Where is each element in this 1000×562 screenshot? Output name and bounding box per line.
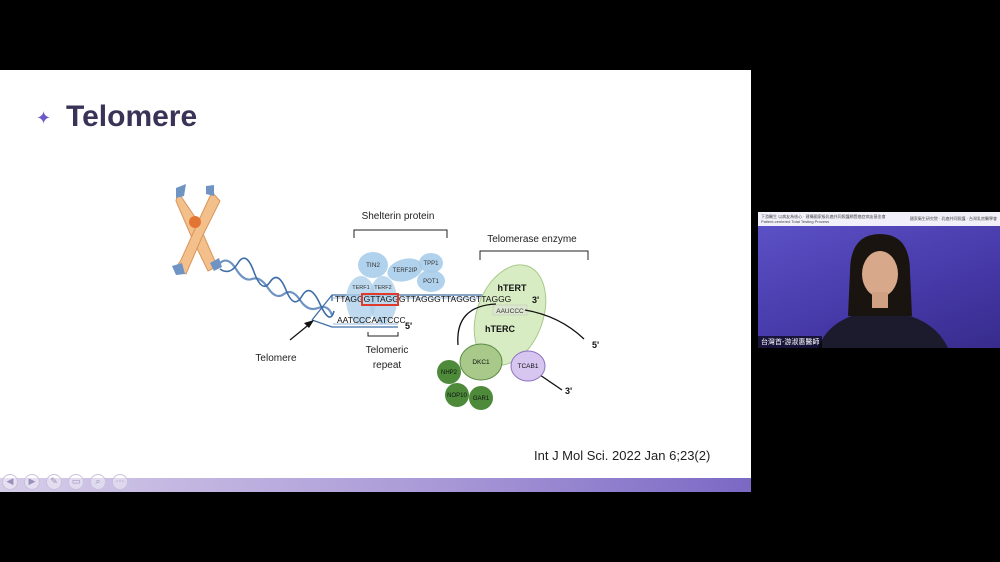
telomeric-repeat-label-2: repeat [373,360,402,371]
highlight-repeat-box [361,293,399,306]
speaker-silhouette [818,234,948,348]
protein-terf2: TERF2 [374,285,391,291]
htert-label: hTERT [498,283,527,293]
speaker-name-tag: 台灣首-游淑惠醫師 [758,336,823,348]
rna-template: AAUCCC [496,308,524,315]
banner-line-1: 下游醫生 以病友為核心 · 建構國家級乳癌共同照護網暨癌症病友基金會 [761,214,886,219]
protein-nhp2: NHP2 [441,370,458,376]
bottom-strand-sequence: AATCCCAATCCC [337,315,406,325]
presentation-slide: ✦ Telomere Shelterin protein Telomerase [0,70,751,492]
hterc-label: hTERC [485,324,515,334]
protein-tpp1: TPP1 [423,261,439,267]
telomere-label: Telomere [255,353,297,364]
top-strand-3prime: 3' [532,295,539,305]
sparkle-bullet-icon: ✦ [36,108,52,128]
protein-terf1: TERF1 [352,285,369,291]
protein-nop10: NOP10 [447,393,467,399]
bottom-strand-5prime: 5' [405,321,412,331]
slide-bottom-strip [0,478,751,492]
protein-dkc1: DKC1 [472,359,490,366]
zoom-icon[interactable]: ⌕ [90,474,106,490]
slides-grid-icon[interactable]: ▭ [68,474,84,490]
presentation-toolbar: ◀ ▶ ✎ ▭ ⌕ ⋯ [0,474,128,492]
top-strand-sequence: TTAGGGTTAGGGTTAGGGTTAGGGTTAGGG [335,294,511,304]
banner-line-2: Patient-centered Total Testing Process [761,219,830,224]
protein-dkc1-shape [459,343,503,381]
more-options-icon[interactable]: ⋯ [112,474,128,490]
tcab-3prime: 3' [565,386,572,396]
telomerase-label: Telomerase enzyme [487,234,577,245]
shelterin-complex: TIN2 TERF2IP TPP1 POT1 TERF1 TERF2 [346,252,445,324]
pen-icon[interactable]: ✎ [46,474,62,490]
prev-slide-icon[interactable]: ◀ [2,474,18,490]
slide-title: Telomere [66,100,198,133]
telomere-diagram: Shelterin protein Telomerase enzyme TIN2… [172,184,599,410]
protein-tcab1: TCAB1 [518,363,539,370]
dna-strands [311,294,525,328]
telomeric-repeat-label-1: Telomeric [366,345,409,356]
banner-logos: 國家衛生研究院 · 乳癌共同照護 · 台灣乳房醫學會 [909,216,997,221]
protein-terf2ip: TERF2IP [393,268,418,274]
chromosome-illustration [172,184,335,318]
protein-gar1: GAR1 [473,396,490,402]
shelterin-label: Shelterin protein [362,211,435,222]
hterc-5prime: 5' [592,340,599,350]
video-banner: 下游醫生 以病友為核心 · 建構國家級乳癌共同照護網暨癌症病友基金會 Patie… [758,212,1000,226]
citation: Int J Mol Sci. 2022 Jan 6;23(2) [534,448,711,463]
protein-tin2: TIN2 [366,262,380,269]
protein-pot1: POT1 [423,279,439,285]
speaker-video-feed: 下游醫生 以病友為核心 · 建構國家級乳癌共同照護網暨癌症病友基金會 Patie… [758,212,1000,348]
next-slide-icon[interactable]: ▶ [24,474,40,490]
